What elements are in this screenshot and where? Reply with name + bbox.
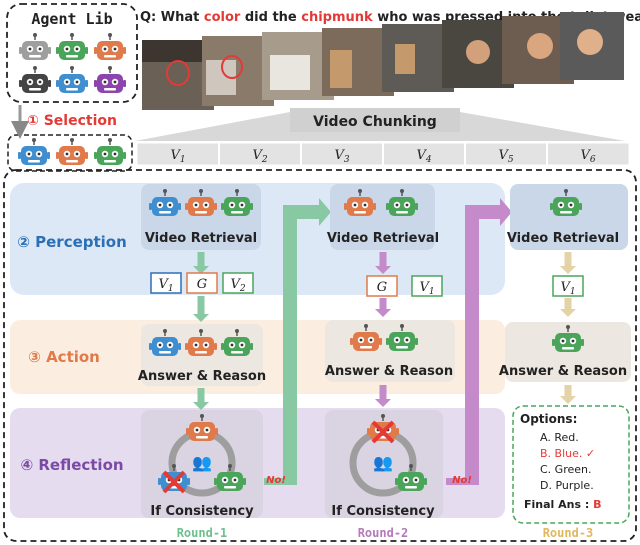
chunk-label: V3 [334, 148, 349, 165]
option-a: A. Red. [540, 431, 579, 444]
round-1-column: Video Retrieval V1 G V2 Answer & Reason … [138, 184, 266, 540]
round-2-column: Video Retrieval G V1 Answer & Reason 👥 I… [325, 184, 455, 540]
chip-v1 [411, 275, 443, 297]
option-c: C. Green. [540, 463, 591, 476]
stage-action-label: ③ Action [28, 348, 100, 366]
selection-label: ① Selection [27, 113, 117, 129]
round-3-label: Round-3 [543, 526, 594, 540]
option-b: B. Blue. ✓ [540, 447, 595, 460]
step-video-retrieval: Video Retrieval [507, 231, 619, 246]
cross-icon [162, 470, 186, 494]
options-title: Options: [520, 412, 577, 426]
chunk-bar: V1 V2 V3 V4 V5 V6 [136, 142, 630, 166]
agent-lib-title: Agent Lib [31, 10, 112, 28]
chunk-label: V2 [252, 148, 267, 165]
stage-reflection-label: ④ Reflection [20, 456, 123, 474]
chunking-label: Video Chunking [313, 114, 437, 130]
step-if-consistency: If Consistency [150, 504, 254, 519]
step-answer-reason: Answer & Reason [138, 369, 266, 384]
option-d: D. Purple. [540, 479, 594, 492]
round-2-no-arrow: No! [446, 198, 512, 486]
chunk-label: V4 [416, 148, 431, 165]
cross-icon [371, 420, 395, 444]
chunk-label: V6 [580, 148, 595, 165]
chip-g [186, 272, 218, 294]
chunk-label: V5 [498, 148, 513, 165]
chip-v2 [222, 272, 254, 294]
svg-text:👥: 👥 [192, 453, 212, 472]
svg-text:G: G [197, 277, 207, 292]
no-label: No! [266, 475, 286, 486]
step-answer-reason: Answer & Reason [325, 364, 453, 379]
round-1-no-arrow: No! [264, 198, 331, 486]
svg-text:👥: 👥 [373, 453, 393, 472]
step-if-consistency: If Consistency [331, 504, 435, 519]
final-answer: Final Ans : B [524, 498, 601, 511]
stage-perception-label: ② Perception [17, 233, 127, 251]
round-3-column: Video Retrieval V1 Answer & Reason Optio… [499, 184, 631, 540]
step-video-retrieval: Video Retrieval [145, 231, 257, 246]
svg-text:G: G [377, 280, 387, 295]
round-2-label: Round-2 [358, 526, 409, 540]
chip-v1 [150, 272, 182, 294]
options-box [512, 405, 630, 524]
video-frames [142, 12, 624, 110]
no-label: No! [452, 475, 472, 486]
round-1-label: Round-1 [177, 526, 228, 540]
chip-g [366, 275, 398, 297]
chip-v1 [552, 275, 584, 297]
step-video-retrieval: Video Retrieval [327, 231, 439, 246]
chunk-label: V1 [170, 148, 185, 165]
step-answer-reason: Answer & Reason [499, 364, 627, 379]
framework-frame [3, 169, 637, 542]
